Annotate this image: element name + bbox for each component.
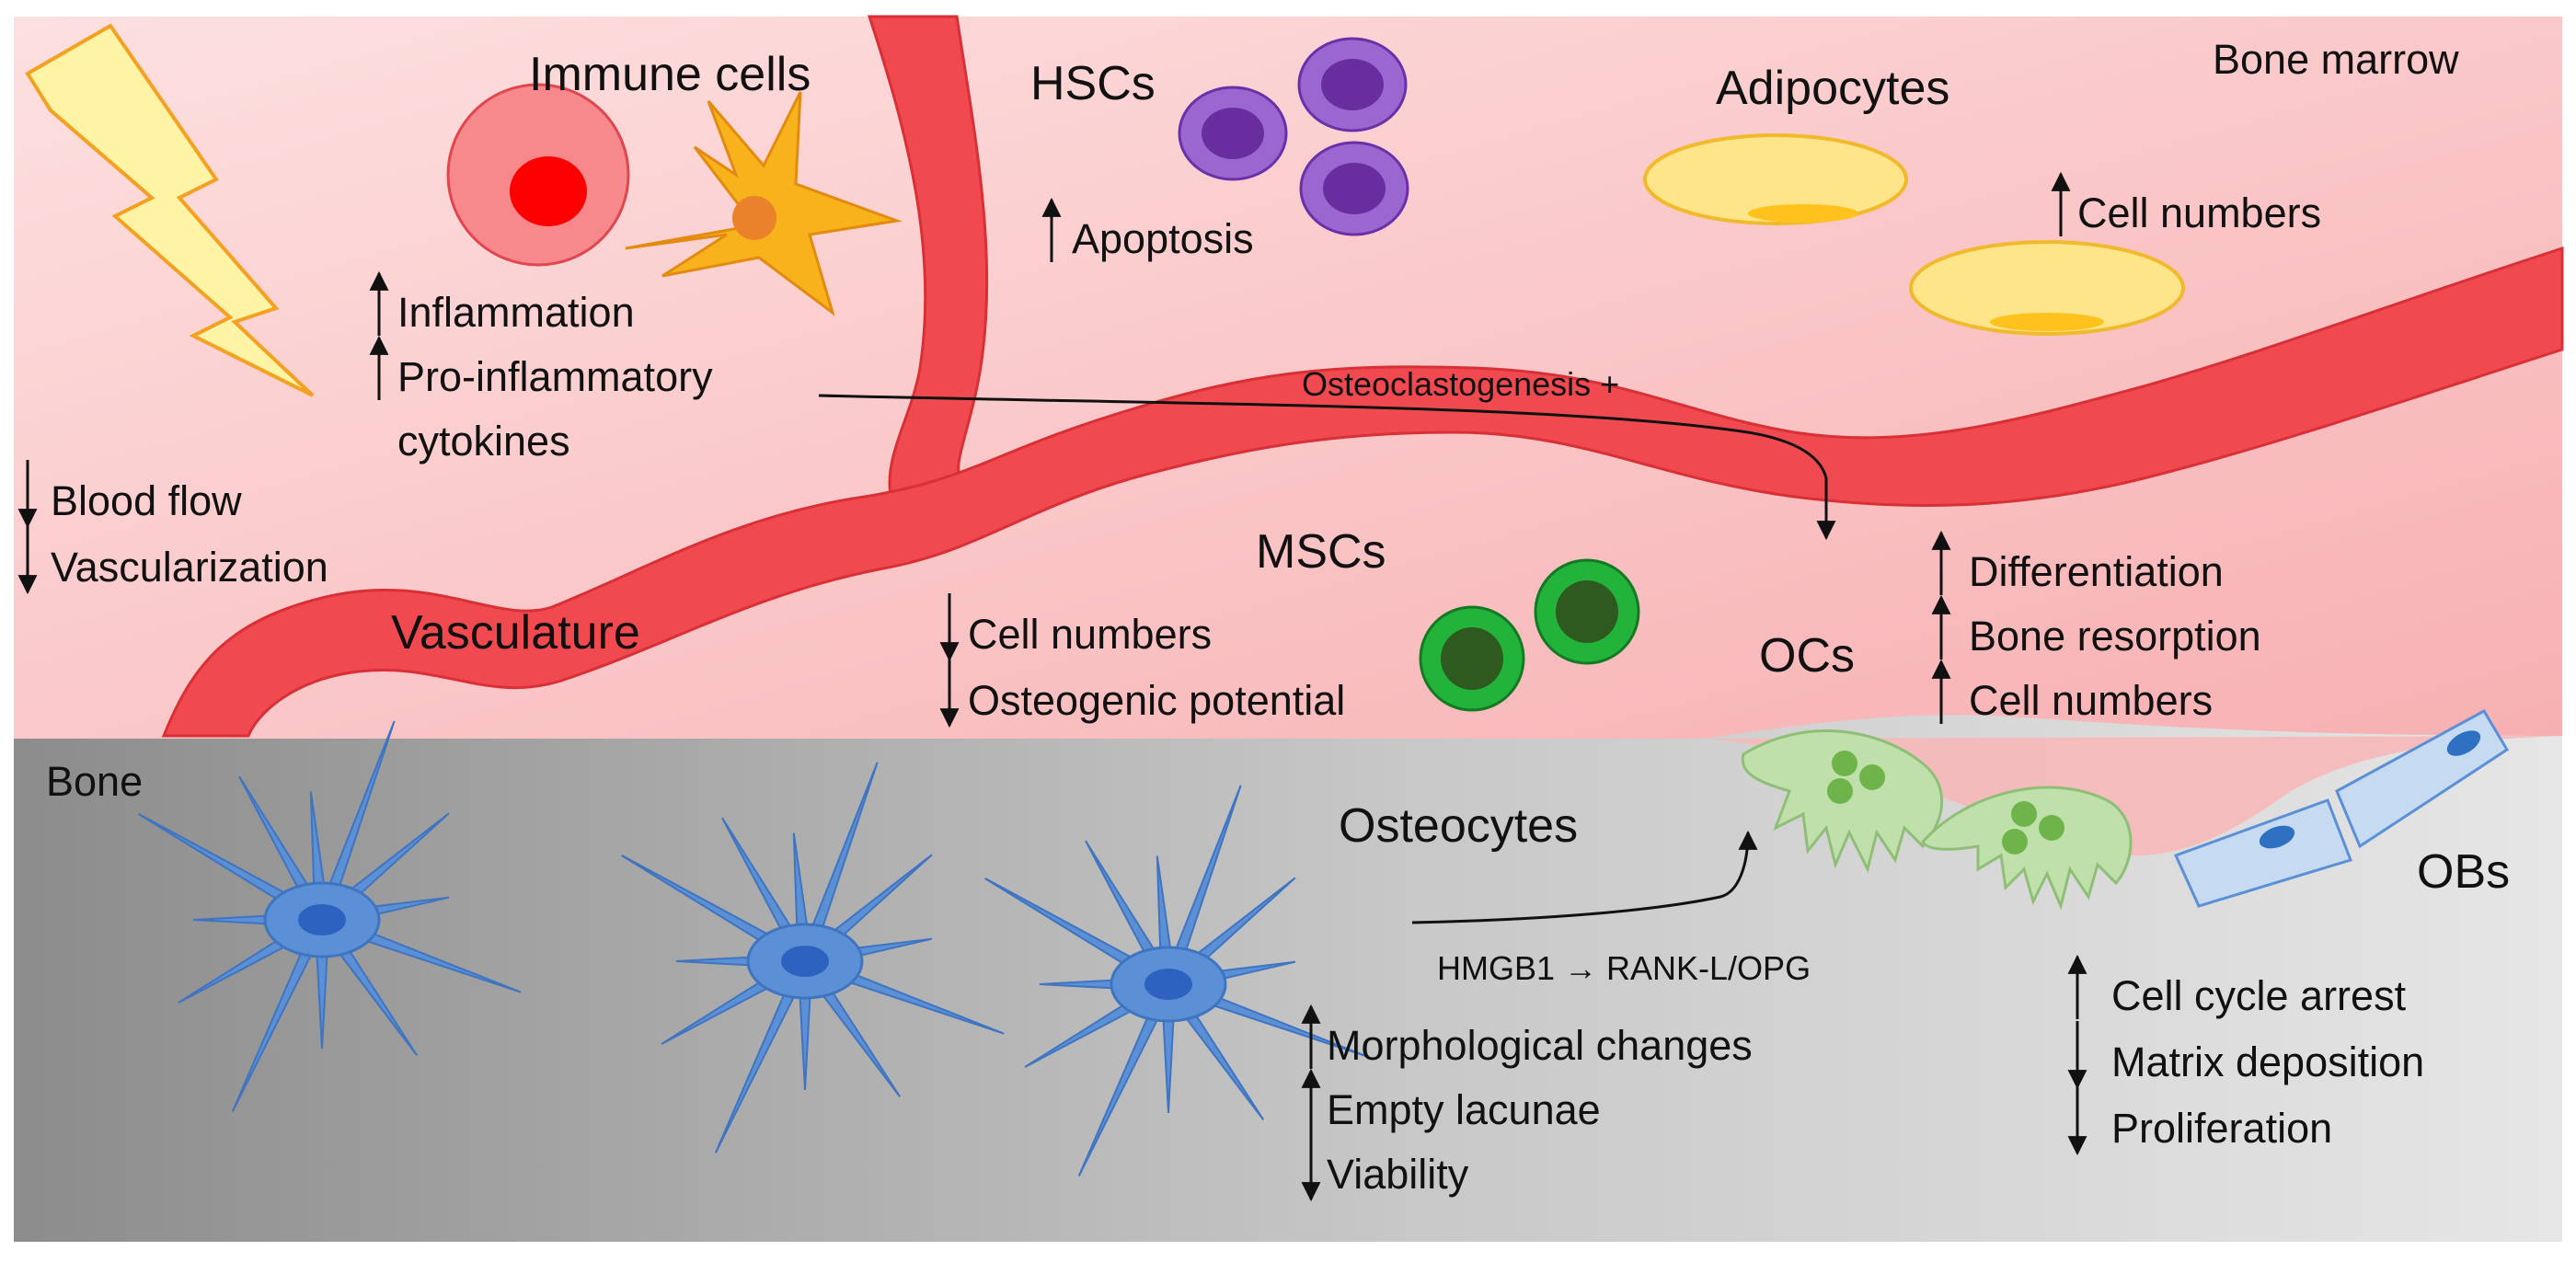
- osteoblast-cell: [2173, 798, 2352, 908]
- osteocytes-label: Osteocytes: [1339, 799, 1578, 853]
- msc-nucleus: [1556, 580, 1618, 643]
- osteoclastogenesis-label: Osteoclastogenesis +: [1302, 365, 1619, 403]
- hmgb1-label: HMGB1 → RANK-L/OPG: [1437, 949, 1811, 987]
- mscs-label: MSCs: [1256, 525, 1386, 579]
- adipocyte-lipid: [1748, 204, 1858, 223]
- hsc-cluster: [1178, 37, 1409, 236]
- lightning-bolt-icon: [25, 23, 315, 397]
- effect-label: Pro-inflammatory: [397, 353, 713, 400]
- lymphocyte-nucleus: [510, 156, 587, 226]
- adipocytes-effects: Cell numbers: [2051, 171, 2321, 236]
- osteocyte-nucleus: [1144, 969, 1192, 1000]
- hscs-label: HSCs: [1030, 57, 1156, 110]
- vasculature-label: Vasculature: [391, 606, 640, 660]
- ocs-label: OCs: [1759, 629, 1855, 683]
- effect-label: Osteogenic potential: [968, 677, 1345, 724]
- effect-label: Cell numbers: [968, 611, 1212, 658]
- effect-label: Empty lacunae: [1327, 1086, 1601, 1133]
- adipocyte-lipid: [1990, 313, 2104, 331]
- immune-cells-label: Immune cells: [529, 48, 811, 101]
- effect-label: Viability: [1327, 1151, 1469, 1198]
- osteocyte-nucleus: [781, 946, 829, 977]
- effect-label: Blood flow: [51, 477, 242, 524]
- effect-label: Inflammation: [397, 289, 635, 336]
- effect-label: Matrix deposition: [2111, 1038, 2424, 1085]
- osteoclast-cell: [1921, 786, 2133, 911]
- osteoclast-cell: [1741, 729, 1944, 874]
- obs-label: OBs: [2417, 845, 2510, 899]
- effect-label: Bone resorption: [1969, 613, 2261, 660]
- osteocyte-cell: [621, 762, 1005, 1153]
- adipocyte-cell: [1643, 133, 1908, 225]
- adipocytes-label: Adipocytes: [1716, 62, 1949, 115]
- effect-label: Cell cycle arrest: [2111, 972, 2407, 1019]
- hsc-nucleus: [1202, 108, 1264, 159]
- osteocyte-nucleus: [298, 904, 346, 935]
- hsc-nucleus: [1321, 59, 1384, 110]
- effect-label: Morphological changes: [1327, 1022, 1753, 1069]
- osteocyte-group: [138, 720, 1368, 1176]
- hmgb1-arrow: [1411, 830, 1758, 924]
- osteocyte-cell: [984, 785, 1368, 1176]
- hsc-nucleus: [1323, 163, 1386, 214]
- osteoclastogenesis-arrow: [818, 394, 1836, 541]
- hscs-effects: Apoptosis: [1041, 197, 1254, 262]
- effect-label: Vascularization: [51, 544, 328, 591]
- osteoblast-cell: [2335, 708, 2510, 849]
- effect-label: Apoptosis: [1072, 215, 1254, 262]
- blood-vessel-horizontal: [161, 246, 2564, 738]
- effect-label: Differentiation: [1969, 548, 2224, 595]
- effect-label: cytokines: [397, 418, 570, 465]
- msc-nucleus: [1441, 627, 1503, 690]
- bone-label: Bone: [46, 758, 143, 805]
- dendritic-nucleus: [732, 196, 776, 240]
- adipocyte-cell: [1909, 240, 2185, 336]
- osteocyte-cell: [138, 720, 522, 1112]
- effect-label: Proliferation: [2111, 1105, 2332, 1152]
- bone-marrow-label: Bone marrow: [2213, 36, 2459, 83]
- effect-label: Cell numbers: [2077, 189, 2321, 236]
- bone-region: [14, 715, 2562, 1242]
- effect-label: Cell numbers: [1969, 677, 2213, 724]
